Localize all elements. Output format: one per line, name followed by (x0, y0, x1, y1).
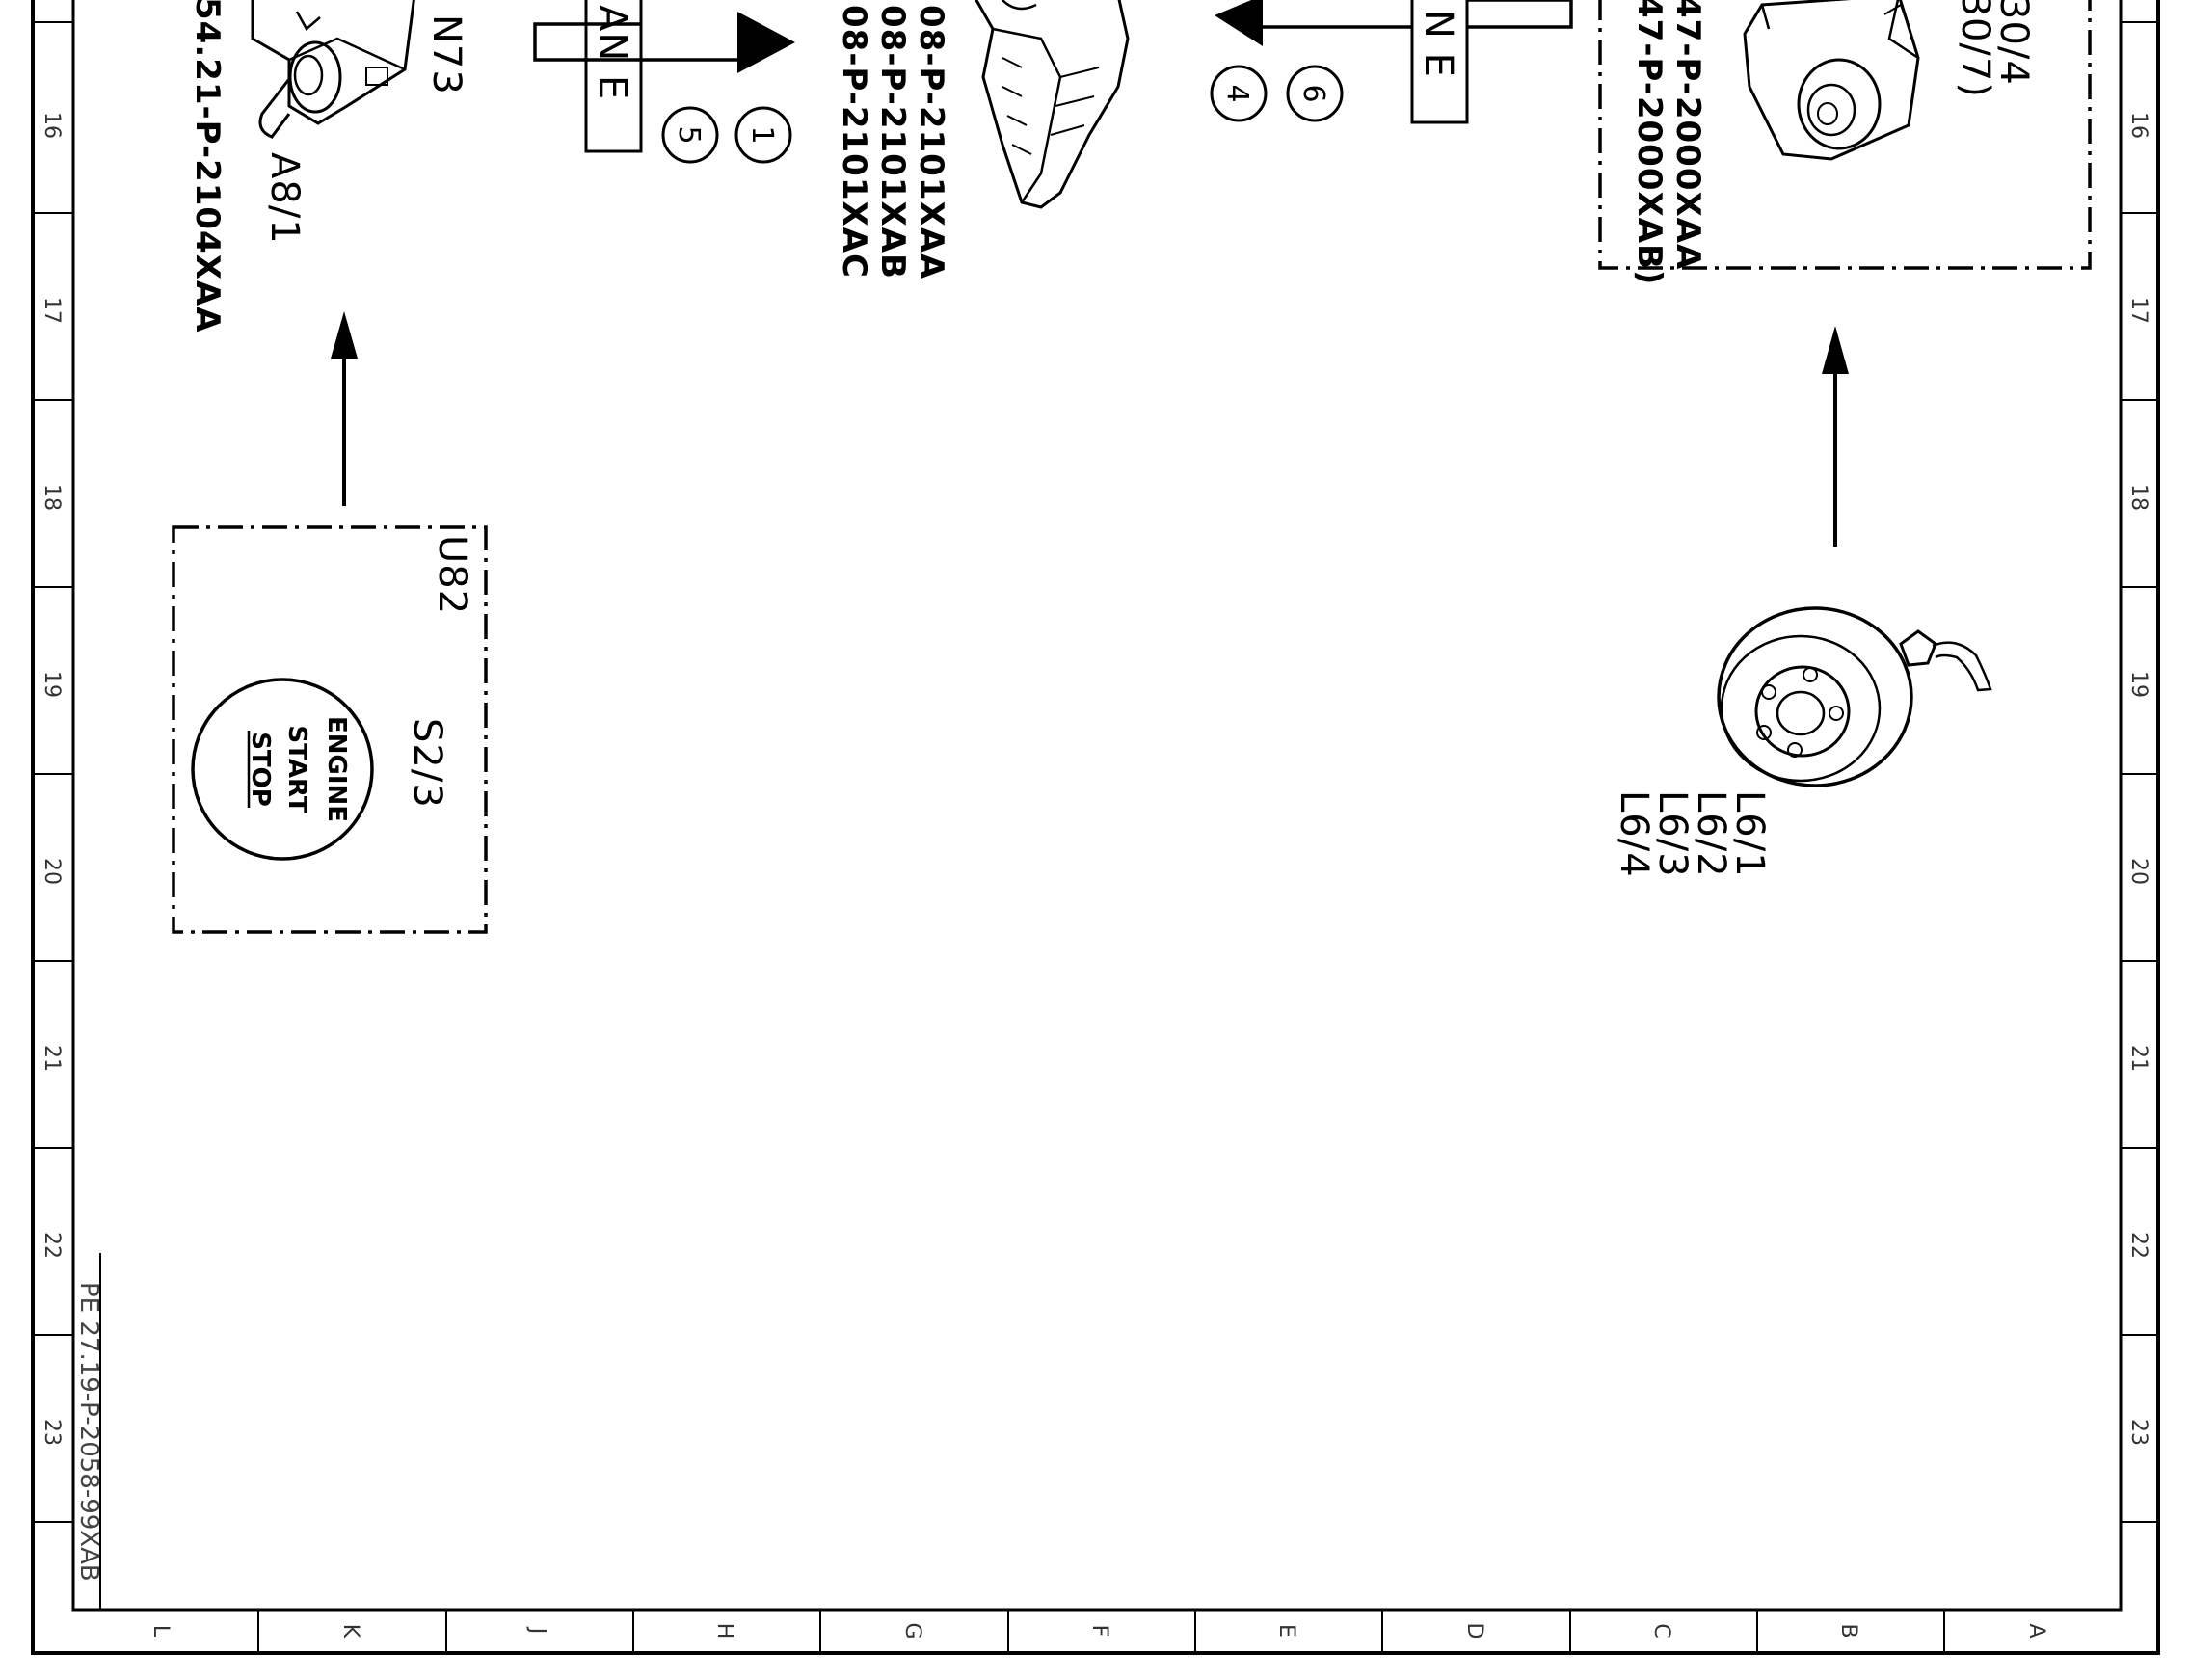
svg-text:5: 5 (672, 125, 706, 144)
column-marker: G (900, 1622, 924, 1639)
column-marker: D (1462, 1623, 1486, 1640)
l6-4-label: L6/4 (1612, 790, 1656, 878)
svg-text:STOP: STOP (246, 732, 275, 807)
svg-text:ENGINE: ENGINE (322, 716, 351, 822)
right-ruler (2121, 21, 2158, 1523)
top-right-doc-2: 47-P-2000XAB) (1630, 0, 1669, 285)
svg-text:08-P-2101XAA: 08-P-2101XAA (912, 5, 950, 280)
row-marker: 19 (2126, 671, 2150, 698)
rpm-sensor-ring (1717, 606, 1992, 787)
column-marker: A (2024, 1623, 2048, 1638)
l6-3-label: L6/3 (1650, 790, 1695, 878)
column-marker: L (148, 1625, 173, 1638)
arrow-sensor-to-top (1822, 326, 1849, 547)
row-marker: 19 (40, 671, 64, 698)
row-marker: 16 (2126, 112, 2150, 139)
svg-text:08-P-2101XAB: 08-P-2101XAB (873, 5, 912, 280)
a8-1-label: A8/1 (262, 152, 307, 245)
arrow-u82-to-n73 (331, 311, 358, 506)
left-ruler (33, 21, 73, 1523)
row-marker: 22 (2126, 1232, 2150, 1259)
top-right-label-2: (30/7) (1953, 0, 1997, 98)
s2-3-label: S2/3 (405, 718, 449, 809)
callout-5: 5 (661, 106, 719, 164)
column-marker: J (525, 1626, 549, 1635)
callout-1: 1 (734, 106, 792, 164)
svg-text:4: 4 (1220, 84, 1254, 102)
column-marker: F (1087, 1625, 1111, 1638)
row-marker: 21 (2126, 1045, 2150, 1072)
arrow-to-left (1215, 0, 1573, 46)
svg-text:1: 1 (745, 125, 779, 144)
document-number-box: PE 27.19-P-2058-99XAB (74, 1253, 103, 1610)
row-marker: 18 (2126, 484, 2150, 511)
row-marker: 23 (2126, 1419, 2150, 1446)
callout-6: 6 (1286, 65, 1344, 122)
sheet-inner-border (71, 0, 2123, 1612)
bottom-ruler (257, 1610, 1945, 1653)
engine-start-stop-button: ENGINE START STOP (191, 678, 374, 861)
column-marker: C (1649, 1623, 1673, 1638)
row-marker: 20 (2126, 858, 2150, 885)
row-marker: 22 (40, 1232, 64, 1259)
column-marker: K (338, 1624, 362, 1639)
u82-label: U82 (430, 535, 474, 615)
row-marker: 20 (40, 858, 64, 885)
can-badge-left-text: AN E (590, 5, 634, 100)
can-badge-right-text: N E (1416, 10, 1460, 78)
row-marker: 17 (2126, 297, 2150, 324)
arrow-to-ecu (533, 12, 795, 73)
row-marker: 17 (40, 297, 64, 324)
u82-box (172, 525, 488, 934)
l6-1-label: L6/1 (1727, 790, 1772, 878)
svg-text:6: 6 (1296, 84, 1330, 102)
sheet-outer-border (31, 0, 2160, 1655)
row-marker: 21 (40, 1045, 64, 1072)
svg-text:08-P-2101XAC: 08-P-2101XAC (835, 5, 873, 279)
column-marker: H (712, 1623, 736, 1640)
row-marker: 23 (40, 1419, 64, 1446)
n73-doc-ref: 54.21-P-2104XAA (188, 0, 227, 333)
column-marker: B (1836, 1623, 1860, 1638)
top-right-component-box (1598, 0, 2092, 270)
n73-label: N73 (424, 14, 468, 95)
document-number: PE 27.19-P-2058-99XAB (74, 1282, 103, 1582)
row-marker: 18 (40, 484, 64, 511)
callout-4: 4 (1210, 65, 1268, 122)
column-marker: E (1274, 1624, 1298, 1638)
can-badge-right: N E (1410, 0, 1469, 124)
top-right-label-1: 30/4 (1991, 0, 2036, 86)
l6-2-label: L6/2 (1689, 790, 1733, 878)
svg-text:START: START (282, 725, 311, 813)
ecu-doc-refs: 08-P-2101XAA 08-P-2101XAB 08-P-2101XAC (835, 5, 950, 280)
ignition-lock-a8-1 (251, 0, 415, 139)
column-markers: L K J H G F E D C B A (148, 1622, 2048, 1639)
row-marker: 16 (40, 112, 64, 139)
engine-control-unit (975, 0, 1130, 209)
row-markers-right: 16 17 18 19 20 21 22 23 (2126, 112, 2150, 1446)
row-markers-left: 16 17 18 19 20 21 22 23 (40, 112, 64, 1446)
top-right-doc-1: 47-P-2000XAA (1669, 0, 1707, 270)
